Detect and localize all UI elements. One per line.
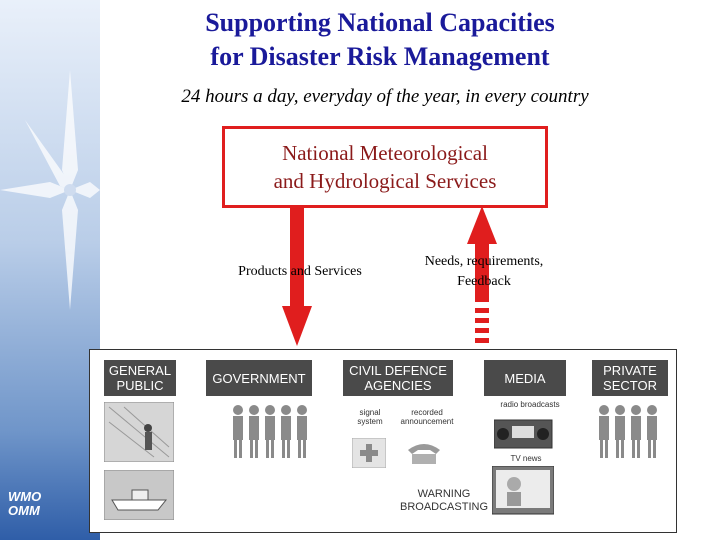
products-services-label: Products and Services (238, 264, 362, 279)
nmhs-label: National Meteorological and Hydrological… (273, 141, 497, 193)
storm-person-image (104, 402, 174, 462)
flood-boat-image (104, 470, 174, 520)
government-people-icon (233, 405, 307, 458)
signal-system-label: signal system (357, 408, 383, 426)
civil-defence-label: CIVIL DEFENCE AGENCIES (343, 360, 453, 396)
government-label: GOVERNMENT (206, 360, 312, 396)
compass-star-icon (0, 70, 100, 310)
warning-broadcasting-label: WARNING BROADCASTING (399, 488, 488, 513)
media-label: MEDIA (484, 360, 566, 396)
general-public-label: GENERAL PUBLIC (104, 360, 176, 396)
private-sector-people-icon (599, 405, 657, 458)
tv-news-label: TV news (510, 454, 542, 463)
recorded-announcement-label: recorded announcement (400, 408, 454, 426)
needs-feedback-label: Needs, requirements, Feedback (424, 254, 544, 289)
slide-title: Supporting National Capacities for Disas… (205, 8, 555, 71)
telephone-icon (408, 444, 440, 464)
radio-broadcasts-label: radio broadcasts (500, 400, 560, 409)
private-sector-label: PRIVATE SECTOR (592, 360, 668, 396)
wmo-logo-text: WMO OMM (8, 489, 42, 518)
radio-icon (494, 419, 553, 449)
medical-cross-icon (352, 438, 386, 468)
decorative-sidebar: WMO OMM (0, 0, 100, 540)
tv-news-icon (492, 466, 554, 515)
slide-subtitle: 24 hours a day, everyday of the year, in… (181, 86, 589, 107)
nmhs-box: National Meteorological and Hydrological… (222, 126, 548, 208)
